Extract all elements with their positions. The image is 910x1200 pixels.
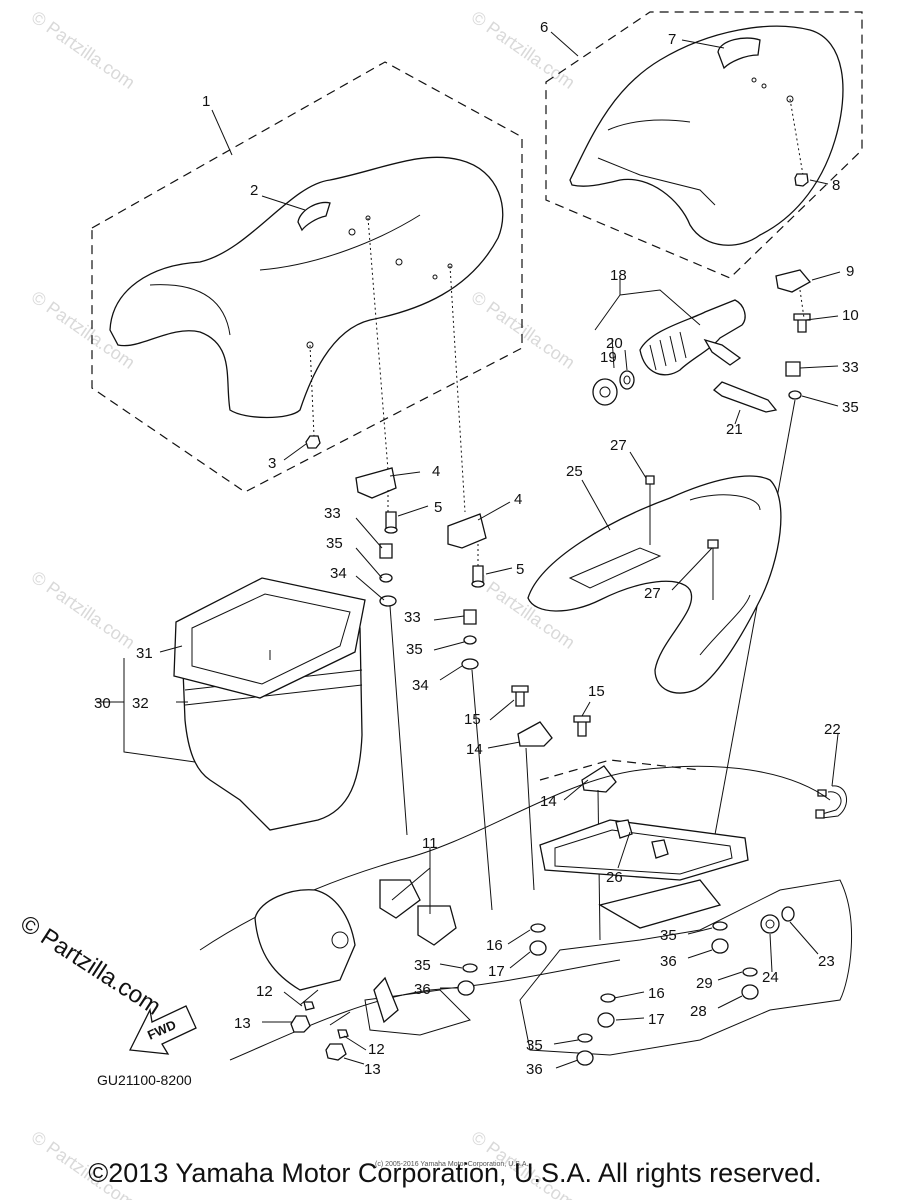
box-gasket [173, 577, 366, 699]
callout-3: 3 [268, 455, 276, 472]
small-copyright: (c) 2005-2016 Yamaha Motor Corporation, … [375, 1161, 529, 1168]
seat-nut [305, 435, 321, 449]
callout-29: 29 [696, 975, 713, 992]
callout-13: 13 [234, 1015, 251, 1032]
callout-22: 22 [824, 721, 841, 738]
watermark: © Partzilla.com [468, 7, 579, 93]
callout-10: 10 [842, 307, 859, 324]
callout-35: 35 [414, 957, 431, 974]
leader-lines [96, 31, 841, 1069]
callout-27: 27 [644, 585, 661, 602]
callout-35: 35 [842, 399, 859, 416]
front-hardware [355, 467, 493, 911]
callout-35: 35 [406, 641, 423, 658]
callout-33: 33 [404, 609, 421, 626]
callout-35: 35 [326, 535, 343, 552]
callout-5: 5 [516, 561, 524, 578]
seat-handle [297, 201, 331, 232]
front-seat [109, 156, 504, 419]
callout-36: 36 [660, 953, 677, 970]
callout-9: 9 [846, 263, 854, 280]
callout-4: 4 [514, 491, 522, 508]
callout-6: 6 [540, 19, 548, 36]
callout-14: 14 [540, 793, 557, 810]
callout-24: 24 [762, 969, 779, 986]
callout-36: 36 [526, 1061, 543, 1078]
callout-19: 19 [600, 349, 617, 366]
steering-cover [254, 889, 356, 991]
callout-25: 25 [566, 463, 583, 480]
duct-assembly [592, 299, 778, 413]
rear-seat [569, 25, 844, 246]
callout-17: 17 [488, 963, 505, 980]
callout-31: 31 [136, 645, 153, 662]
rear-seat-group [545, 11, 863, 279]
lower-hardware [290, 906, 795, 1066]
callout-36: 36 [414, 981, 431, 998]
hull-deck [199, 759, 853, 1061]
forward-arrow: FWD [128, 1005, 197, 1055]
callout-12: 12 [368, 1041, 385, 1058]
callout-4: 4 [432, 463, 440, 480]
callout-27: 27 [610, 437, 627, 454]
callout-16: 16 [648, 985, 665, 1002]
diagram-code: GU21100-8200 [97, 1072, 192, 1088]
callout-17: 17 [648, 1011, 665, 1028]
callout-34: 34 [412, 677, 429, 694]
callout-33: 33 [324, 505, 341, 522]
callout-35: 35 [660, 927, 677, 944]
callout-30: 30 [94, 695, 111, 712]
rear-hardware [713, 269, 812, 841]
watermark: © Partzilla.com [28, 567, 139, 653]
callout-15: 15 [464, 711, 481, 728]
callouts: 1 2 3 4 5 4 5 6 7 8 9 10 33 35 18 19 20 … [94, 19, 859, 1078]
callout-11: 11 [422, 835, 438, 852]
callout-35: 35 [526, 1037, 543, 1054]
callout-21: 21 [726, 421, 743, 438]
mount-hardware [511, 685, 617, 941]
callout-20: 20 [606, 335, 623, 352]
callout-23: 23 [818, 953, 835, 970]
callout-16: 16 [486, 937, 503, 954]
callout-2: 2 [250, 182, 258, 199]
callout-1: 1 [202, 93, 210, 110]
seat-nut [794, 173, 809, 187]
callout-18: 18 [610, 267, 627, 284]
callout-15: 15 [588, 683, 605, 700]
storage-box [173, 577, 366, 831]
grommets [615, 819, 669, 859]
callout-8: 8 [832, 177, 840, 194]
callout-5: 5 [434, 499, 442, 516]
callout-12: 12 [256, 983, 273, 1000]
callout-33: 33 [842, 359, 859, 376]
callout-7: 7 [668, 31, 676, 48]
callout-14: 14 [466, 741, 483, 758]
callout-13: 13 [364, 1061, 381, 1078]
callout-28: 28 [690, 1003, 707, 1020]
callout-34: 34 [330, 565, 347, 582]
callout-26: 26 [606, 869, 623, 886]
callout-32: 32 [132, 695, 149, 712]
watermark: © Partzilla.com [28, 7, 139, 93]
hose [815, 785, 847, 819]
watermark: © Partzilla.com [468, 287, 579, 373]
copyright-footer: ©2013 Yamaha Motor Corporation, U.S.A. A… [88, 1158, 822, 1188]
front-seat-group [91, 61, 523, 513]
storage-cover [527, 475, 782, 694]
